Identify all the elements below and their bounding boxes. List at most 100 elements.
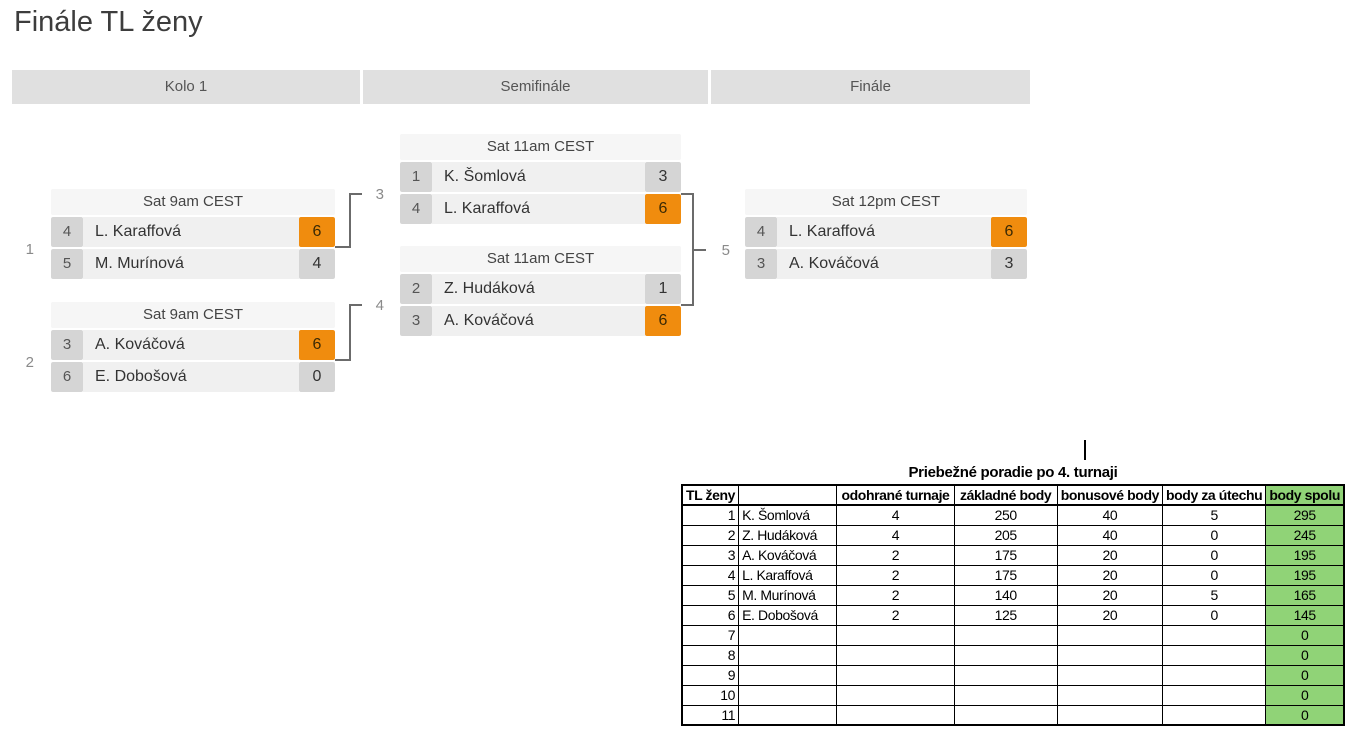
standings-cell[interactable]: 175 <box>953 564 1058 586</box>
standings-cell[interactable]: E. Dobošová <box>738 604 838 626</box>
standings-cell[interactable]: 0 <box>1161 564 1267 586</box>
player-seed: 3 <box>400 306 432 336</box>
standings-cell[interactable] <box>953 644 1058 666</box>
standings-cell[interactable]: 2 <box>836 544 955 566</box>
standings-cell[interactable] <box>1161 704 1267 726</box>
standings-cell[interactable] <box>1056 684 1164 706</box>
standings-cell[interactable]: 195 <box>1265 564 1345 586</box>
standings-cell[interactable]: 140 <box>953 584 1058 606</box>
standings-col-header: bonusové body <box>1056 484 1164 506</box>
standings-cell[interactable]: M. Murínová <box>738 584 838 606</box>
player-score: 3 <box>645 162 681 192</box>
standings-cell[interactable] <box>1056 624 1164 646</box>
standings-cell[interactable] <box>738 624 838 646</box>
standings-cell[interactable] <box>1056 644 1164 666</box>
standings-cell[interactable]: 10 <box>681 684 740 706</box>
standings-cell[interactable] <box>738 704 838 726</box>
standings-cell[interactable]: L. Karaffová <box>738 564 838 586</box>
standings-cell[interactable]: 205 <box>953 524 1058 546</box>
match-number-label: 5 <box>721 242 730 259</box>
standings-cell[interactable]: 6 <box>681 604 740 626</box>
standings-cell[interactable] <box>836 624 955 646</box>
standings-cell[interactable]: A. Kováčová <box>738 544 838 566</box>
standings-cell[interactable]: 195 <box>1265 544 1345 566</box>
standings-cell[interactable]: 125 <box>953 604 1058 626</box>
standings-cell[interactable]: Z. Hudáková <box>738 524 838 546</box>
standings-cell[interactable]: 40 <box>1056 504 1164 526</box>
standings-cell[interactable]: 0 <box>1161 524 1267 546</box>
standings-cell[interactable]: 0 <box>1265 704 1345 726</box>
player-score-winner: 6 <box>299 217 335 247</box>
player-name: A. Kováčová <box>83 330 299 360</box>
standings-cell[interactable]: 4 <box>836 504 955 526</box>
standings-cell[interactable]: 4 <box>681 564 740 586</box>
standings-cell[interactable]: 0 <box>1265 624 1345 646</box>
player-name: L. Karaffová <box>432 194 645 224</box>
player-name: A. Kováčová <box>432 306 645 336</box>
standings-cell[interactable]: 1 <box>681 504 740 526</box>
standings-cell[interactable] <box>1161 644 1267 666</box>
standings-cell[interactable] <box>953 664 1058 686</box>
standings-cell[interactable] <box>953 684 1058 706</box>
standings-cell[interactable] <box>1161 624 1267 646</box>
standings-cell[interactable] <box>953 624 1058 646</box>
standings-cell[interactable] <box>836 704 955 726</box>
standings-cell[interactable]: 5 <box>1161 584 1267 606</box>
standings-cell[interactable]: 9 <box>681 664 740 686</box>
standings-cell[interactable] <box>953 704 1058 726</box>
player-seed: 4 <box>745 217 777 247</box>
standings-cell[interactable] <box>1056 704 1164 726</box>
standings-cell[interactable]: 20 <box>1056 584 1164 606</box>
standings-cell[interactable]: 5 <box>681 584 740 606</box>
match-time: Sat 12pm CEST <box>745 189 1027 215</box>
standings-cell[interactable]: 2 <box>681 524 740 546</box>
standings-cell[interactable] <box>836 664 955 686</box>
standings-cell[interactable]: 40 <box>1056 524 1164 546</box>
player-score: 4 <box>299 249 335 279</box>
standings-cell[interactable]: 250 <box>953 504 1058 526</box>
standings-cell[interactable]: 20 <box>1056 604 1164 626</box>
standings-cell[interactable] <box>1161 684 1267 706</box>
standings-cell[interactable] <box>738 684 838 706</box>
standings-cell[interactable] <box>738 664 838 686</box>
standings-cell[interactable]: 2 <box>836 564 955 586</box>
standings-cell[interactable]: 175 <box>953 544 1058 566</box>
standings-cell[interactable]: 2 <box>836 604 955 626</box>
standings-cell[interactable]: 4 <box>836 524 955 546</box>
standings-cell[interactable]: 11 <box>681 704 740 726</box>
standings-cell[interactable]: 8 <box>681 644 740 666</box>
standings-cell[interactable]: 0 <box>1265 644 1345 666</box>
standings-cell[interactable]: 0 <box>1265 684 1345 706</box>
standings-cell[interactable] <box>738 644 838 666</box>
standings-cell[interactable]: 2 <box>836 584 955 606</box>
standings-cell[interactable]: 295 <box>1265 504 1345 526</box>
player-name: Z. Hudáková <box>432 274 645 304</box>
standings-cell[interactable]: 5 <box>1161 504 1267 526</box>
standings-cell[interactable]: 7 <box>681 624 740 646</box>
standings-cell[interactable] <box>1056 664 1164 686</box>
standings-cell[interactable]: K. Šomlová <box>738 504 838 526</box>
standings-cell[interactable]: 0 <box>1265 664 1345 686</box>
standings-cell[interactable] <box>836 644 955 666</box>
standings-cell[interactable]: 3 <box>681 544 740 566</box>
standings-cell[interactable] <box>1161 664 1267 686</box>
standings-cell[interactable]: 245 <box>1265 524 1345 546</box>
standings-cell[interactable]: 145 <box>1265 604 1345 626</box>
standings-cell[interactable]: 165 <box>1265 584 1345 606</box>
standings-cell[interactable] <box>836 684 955 706</box>
standings-cell[interactable]: 0 <box>1161 544 1267 566</box>
standings-cell[interactable]: 20 <box>1056 544 1164 566</box>
standings-cell[interactable]: 20 <box>1056 564 1164 586</box>
standings-cell[interactable]: 0 <box>1161 604 1267 626</box>
